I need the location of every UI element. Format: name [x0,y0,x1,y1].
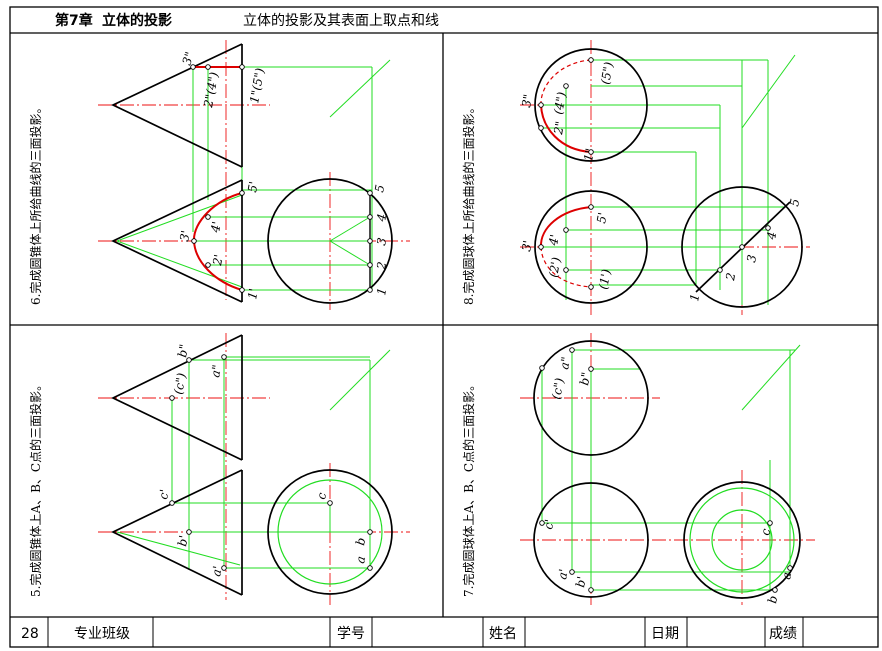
p8-front-2: (2') [546,256,563,279]
p8-top-5: 5 [787,198,802,208]
page-number: 28 [21,626,39,642]
p5-side-b: b" [175,343,191,358]
p6-front-2: 2' [210,253,226,267]
p8-top-3: 3 [744,253,759,263]
chapter-number: 第7章 [55,12,93,29]
problem-8-statement: 8.完成圆球体上所给曲线的三面投影。 [461,102,476,305]
p5-top-c: c [314,491,329,500]
p7-side-c: (c") [549,377,567,401]
problem-7-construction-lines [541,344,801,591]
p5-front-b: b' [175,534,191,547]
score-field[interactable] [803,618,878,646]
section-title: 立体的投影及其表面上取点和线 [243,13,439,29]
problem-6-drawing: 3" 2"(4") 1"(5") 5' 4' 3' 2' 1' 5 4 3 2 … [98,40,410,310]
p7-front-c: c' [541,518,557,530]
p7-front-a: a' [555,568,571,581]
p6-top-2: 2 [374,261,389,272]
p8-top-2: 2 [723,272,738,283]
problem-8-drawing: 3" (4") (5") 2" 1" 3' 4' 5' (2') (1') 5 … [519,40,810,315]
p8-front-4: 4' [546,233,562,247]
p7-front-b: b' [573,575,589,588]
p8-side-1: 1" [581,147,597,162]
student-id-label: 学号 [337,626,365,642]
p6-top-5: 5 [372,184,387,194]
student-id-field[interactable] [372,618,483,646]
p5-front-a: a' [209,565,225,578]
p8-front-1: (1') [596,268,613,291]
problem-7-drawing: a" (c") b" c' a' b' c a b [520,333,815,605]
problem-6-construction-lines [116,59,391,291]
problem-6-statement: 6.完成圆锥体上所给曲线的三面投影。 [28,102,43,305]
p5-side-a: a" [208,364,224,379]
problem-5-construction-lines [116,349,391,570]
p8-side-4: (4") [551,91,569,116]
problem-5-drawing: b" a" (c") c' b' a' c b a [98,333,410,605]
score-label: 成绩 [769,626,797,642]
p8-front-5: 5' [594,211,610,224]
p8-front-3: 3' [519,239,535,252]
major-class-label: 专业班级 [74,626,130,642]
chapter-title: 立体的投影 [102,12,172,29]
p5-top-a: a [353,555,368,564]
p8-top-1: 1 [687,293,702,303]
problem-5-statement: 5.完成圆锥体上A、B、C点的三面投影。 [28,379,43,597]
p7-side-a: a" [557,356,573,371]
p5-front-c: c' [156,488,172,500]
p6-front-1: 1' [245,287,261,300]
date-label: 日期 [651,626,679,642]
p7-top-c: c [758,527,773,536]
p6-front-5: 5' [245,180,261,193]
p8-side-3: 3" [519,93,535,108]
p6-side-1-5: 1"(5") [247,67,267,105]
p8-side-2: 2" [551,120,567,136]
p6-side-3: 3" [180,50,197,67]
p5-side-c: (c") [171,372,189,396]
date-field[interactable] [687,618,765,646]
p6-front-3: 3' [177,229,193,242]
name-label: 姓名 [489,626,517,642]
p6-top-4: 4 [374,213,389,224]
p5-top-b: b [353,537,368,547]
major-class-field[interactable] [153,618,330,646]
p7-top-b: b [765,595,780,605]
p8-side-5: (5") [598,61,616,86]
p6-side-2-4: 2"(4") [201,71,221,110]
p8-top-4: 4 [764,231,779,242]
p6-front-4: 4' [208,220,224,234]
p7-top-a: a [779,571,794,580]
p6-top-1: 1 [374,287,389,297]
name-field[interactable] [525,618,645,646]
p7-side-b: b" [577,371,593,386]
problem-7-statement: 7.完成圆球体上A、B、C点的三面投影。 [461,379,476,597]
sheet-frame [9,6,879,648]
p6-top-3: 3 [374,236,389,246]
problem-8-construction-lines [541,54,796,305]
